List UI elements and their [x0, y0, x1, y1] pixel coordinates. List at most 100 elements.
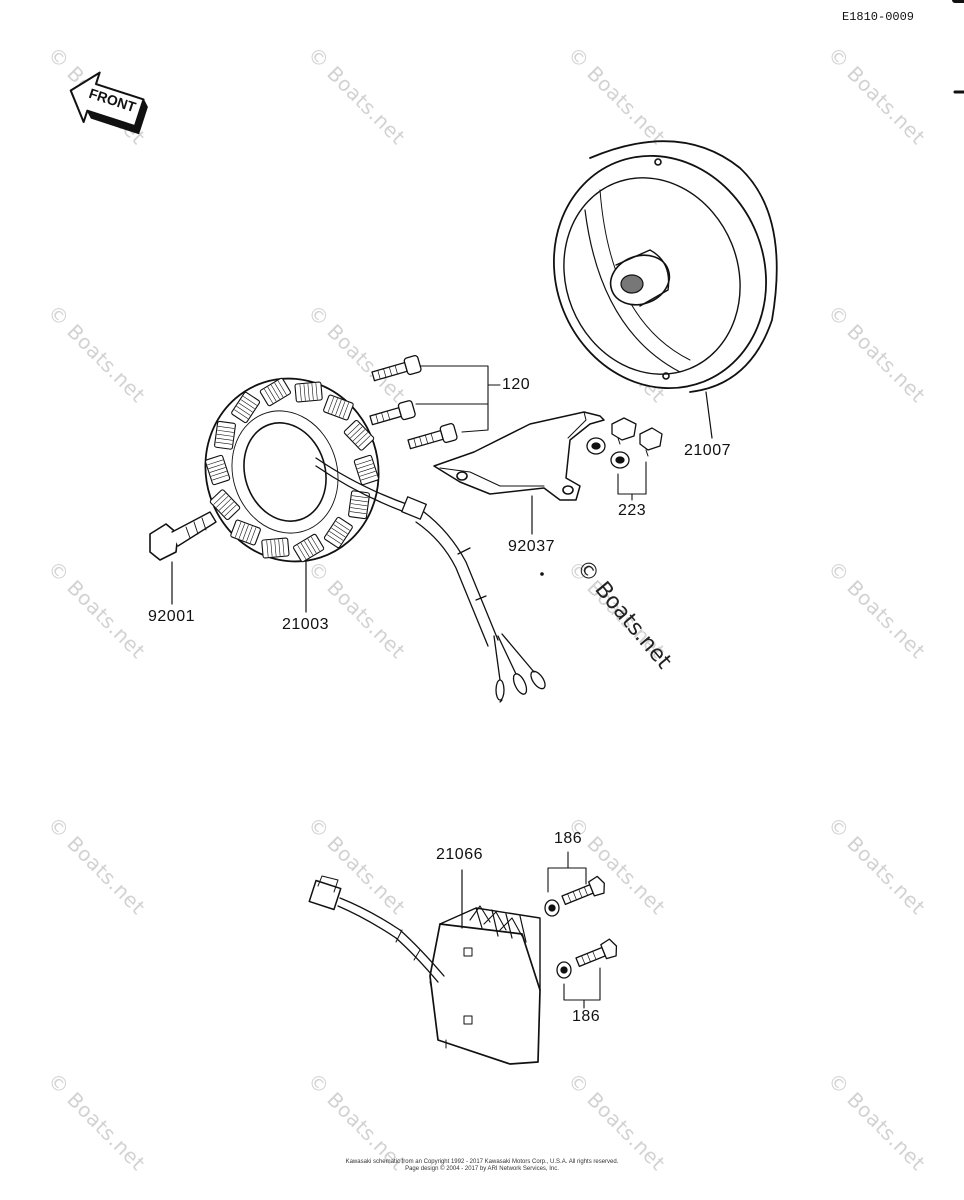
- stator-winding-line: [339, 401, 346, 417]
- stator-winding-line: [207, 459, 224, 466]
- stator-winding-line: [342, 402, 350, 419]
- stator-winding-line: [216, 495, 229, 508]
- stator-winding-line: [238, 402, 253, 413]
- stator-winding-line: [358, 435, 371, 447]
- stator-winding-line: [315, 383, 318, 400]
- stator-winding-line: [327, 534, 341, 544]
- stator-winding-line: [307, 538, 317, 554]
- callout-92037: 92037: [508, 538, 555, 555]
- stator-winding-line: [329, 531, 344, 541]
- stator-winding-line: [350, 507, 367, 511]
- callout-92001: 92001: [148, 608, 195, 625]
- stator-winding-line: [331, 527, 346, 538]
- screw-120-set: [369, 354, 501, 450]
- stator-winding-line: [240, 399, 255, 409]
- stator-winding-line: [221, 501, 234, 514]
- stator-winding-line: [242, 524, 249, 541]
- stator-winding-line: [335, 399, 342, 416]
- stator-winding-line: [278, 539, 281, 556]
- stator-coil-assembly: [204, 377, 380, 613]
- stator-winding-line: [270, 540, 273, 557]
- stator-winding-line: [311, 536, 320, 552]
- stator-winding-line: [234, 521, 242, 538]
- stator-winding-line: [238, 523, 245, 539]
- stator-winding-line: [350, 426, 363, 439]
- bracket-92037: [433, 411, 605, 535]
- callout-186-top: 186: [554, 830, 583, 847]
- stator-winding-line: [360, 474, 377, 481]
- stator-winding-line: [274, 539, 277, 557]
- stator-winding-line: [304, 540, 314, 556]
- stator-winding-line: [311, 383, 314, 400]
- stator-winding-line: [234, 409, 249, 419]
- rotor-flywheel: [553, 140, 778, 439]
- stator-winding-line: [218, 498, 232, 511]
- stator-winding-line: [224, 504, 237, 517]
- stator-winding-line: [270, 384, 280, 400]
- callout-21003: 21003: [282, 616, 329, 633]
- stator-winding-line: [303, 384, 306, 401]
- stator-winding-line: [266, 540, 269, 557]
- regulator-wire-harness: [308, 875, 445, 983]
- callout-21007: 21007: [684, 442, 731, 459]
- leader-186-bottom: [563, 967, 601, 1001]
- stator-winding-line: [349, 511, 367, 514]
- stator-winding-line: [212, 474, 228, 481]
- bolt-washer-186-set: [544, 851, 618, 1009]
- stator-winding-line: [331, 398, 338, 414]
- stator-winding-line: [351, 495, 369, 499]
- stator-winding-line: [299, 384, 302, 401]
- stator-winding-line: [352, 429, 366, 442]
- stator-winding-line: [356, 459, 372, 466]
- stator-winding-line: [236, 406, 251, 416]
- stator-winding-line: [264, 388, 273, 404]
- stator-winding-line: [297, 544, 307, 560]
- stator-winding-line: [351, 499, 368, 503]
- copyright-line-2: Page design © 2004 - 2017 by ARI Network…: [405, 1166, 559, 1172]
- stator-winding-line: [217, 426, 235, 429]
- stator-winding-line: [333, 524, 348, 534]
- leader-186-top: [547, 867, 587, 893]
- stator-winding-line: [210, 471, 227, 477]
- stator-winding-line: [216, 433, 234, 437]
- drawing-code: E1810-0009: [842, 10, 915, 24]
- stator-winding-line: [335, 521, 350, 531]
- bolt-92001: [149, 511, 217, 605]
- stator-winding-line: [249, 527, 257, 544]
- leader-21007: [705, 391, 713, 439]
- stator-winding-line: [300, 542, 310, 558]
- callout-223: 223: [618, 502, 647, 519]
- bolt-washer-223-set: [586, 417, 663, 501]
- stator-winding-line: [358, 467, 375, 473]
- stator-winding-line: [307, 383, 310, 401]
- stator-winding-line: [274, 382, 284, 398]
- stator-winding-line: [357, 463, 374, 469]
- stator-winding-line: [355, 432, 368, 445]
- stator-wire-harness: [315, 457, 546, 703]
- stator-winding-line: [347, 423, 360, 436]
- copyright-line-1: Kawasaki schematic from an Copyright 199…: [345, 1159, 619, 1165]
- stator-winding-line: [208, 463, 225, 469]
- stator-winding-line: [243, 396, 257, 406]
- front-arrow-icon: [69, 71, 148, 135]
- callout-21066: 21066: [436, 846, 483, 863]
- stator-winding-line: [215, 441, 233, 445]
- stator-winding-line: [209, 467, 226, 473]
- stator-winding-line: [327, 396, 335, 413]
- stator-winding-line: [350, 503, 368, 507]
- stator-winding-line: [246, 526, 253, 542]
- copyright-notice: Kawasaki schematic from an Copyright 199…: [322, 1159, 642, 1173]
- stator-winding-line: [217, 429, 234, 433]
- leader-120: [419, 365, 489, 433]
- stator-winding-line: [216, 437, 233, 441]
- stator-winding-line: [267, 386, 277, 402]
- regulator-rectifier: [429, 869, 541, 1065]
- stator-winding-line: [277, 380, 287, 396]
- stator-winding-line: [213, 493, 226, 505]
- stator-winding-line: [282, 539, 285, 556]
- stator-winding-line: [359, 471, 376, 477]
- callout-186-bottom: 186: [572, 1008, 601, 1025]
- callout-120: 120: [502, 376, 531, 393]
